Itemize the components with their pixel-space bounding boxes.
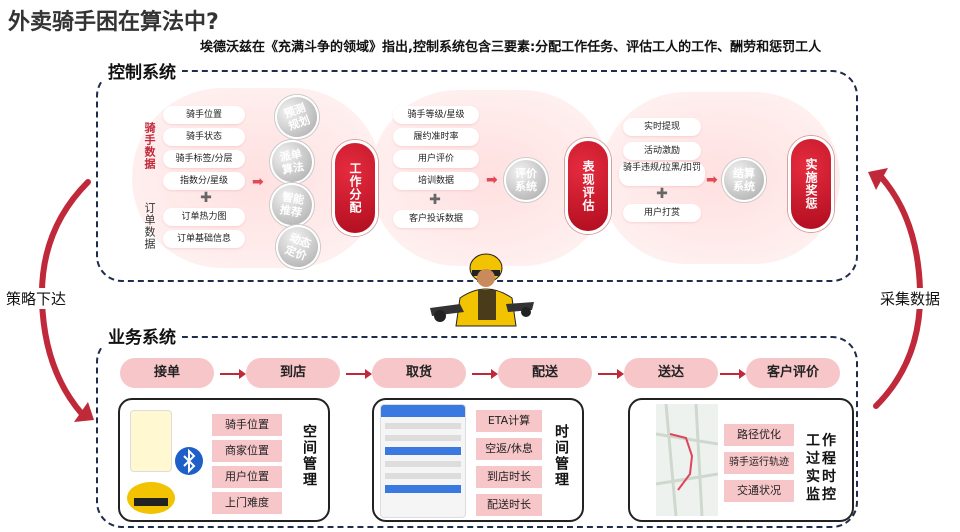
rider-data-label: 骑手数据 — [143, 122, 156, 170]
arrow-right-icon — [220, 369, 246, 379]
control-system-box — [96, 70, 858, 282]
settle-item: 骑手违规/拉黑/扣罚 — [619, 162, 705, 186]
rider-item: 骑手标签/分层 — [163, 150, 245, 168]
flow-step: 送达 — [624, 358, 718, 388]
space-tag: 骑手位置 — [212, 414, 282, 436]
eval-item-extra: 客户投诉数据 — [393, 210, 479, 228]
settle-system-circle: 结算系统 — [722, 158, 766, 202]
arrow-right-icon — [346, 369, 372, 379]
arrow-right-icon — [472, 369, 498, 379]
plus-icon: ✚ — [656, 186, 668, 202]
order-data-label: 订单数据 — [143, 202, 156, 250]
flow-step: 接单 — [120, 358, 214, 388]
arrow-right-icon — [720, 369, 746, 379]
flow-step: 取货 — [372, 358, 466, 388]
settle-item: 实时提现 — [623, 118, 701, 136]
time-tag: 空返/休息 — [476, 438, 542, 460]
plus-icon: ✚ — [429, 192, 441, 208]
time-tag: 到店时长 — [476, 466, 542, 488]
monitor-panel-title: 工作过程实时监控 — [806, 433, 838, 503]
arrow-right-icon: ➡ — [252, 174, 264, 190]
space-tag: 商家位置 — [212, 440, 282, 462]
arrow-right-icon: ➡ — [486, 172, 498, 188]
hub-reward-punish: 实施奖惩 — [788, 136, 834, 232]
business-system-label: 业务系统 — [102, 323, 182, 348]
order-item: 订单基础信息 — [163, 230, 245, 248]
time-panel-title: 时间管理 — [553, 424, 569, 488]
hub-performance-eval: 表现评估 — [565, 138, 611, 234]
hub-work-assignment: 工作分配 — [332, 140, 378, 236]
strategy-label: 策略下达 — [6, 288, 67, 309]
rider-item: 骑手状态 — [163, 128, 245, 146]
space-panel-title: 空间管理 — [301, 424, 317, 488]
arrow-right-icon: ➡ — [706, 172, 718, 188]
eval-item: 骑手等级/星级 — [393, 106, 479, 124]
arrow-right-icon — [598, 369, 624, 379]
eval-system-circle: 评价系统 — [504, 158, 548, 202]
rider-item: 骑手位置 — [163, 106, 245, 124]
page-title: 外卖骑手困在算法中? — [8, 10, 219, 35]
app-screenshot — [380, 404, 466, 518]
settle-item: 活动激励 — [623, 142, 701, 160]
control-system-label: 控制系统 — [102, 58, 182, 83]
eval-item: 用户评价 — [393, 150, 479, 168]
bluetooth-icon — [175, 447, 203, 475]
rider-item: 指数分/星级 — [163, 172, 245, 190]
subtitle: 埃德沃兹在《充满斗争的领域》指出,控制系统包含三要素:分配工作任务、评估工人的工… — [200, 40, 822, 55]
monitor-tag: 骑手运行轨迹 — [724, 452, 794, 474]
eval-item: 履约准时率 — [393, 128, 479, 146]
flow-step: 配送 — [498, 358, 592, 388]
flow-step: 到店 — [246, 358, 340, 388]
space-tag: 用户位置 — [212, 466, 282, 488]
map-thumbnail — [656, 404, 718, 516]
helmet-icon — [127, 482, 175, 514]
app-screenshot — [130, 410, 172, 472]
time-tag: 配送时长 — [476, 494, 542, 516]
time-tag: ETA计算 — [476, 410, 542, 432]
space-tag: 上门难度 — [212, 492, 282, 514]
monitor-tag: 交通状况 — [724, 480, 794, 502]
monitor-tag: 路径优化 — [724, 424, 794, 446]
eval-item: 培训数据 — [393, 172, 479, 190]
order-item: 订单热力图 — [163, 208, 245, 226]
collect-data-label: 采集数据 — [880, 288, 941, 309]
business-system-box — [96, 336, 858, 528]
rider-illustration — [430, 253, 534, 327]
flow-step: 客户评价 — [746, 358, 840, 388]
plus-icon: ✚ — [200, 190, 212, 206]
settle-item-extra: 用户打赏 — [623, 204, 701, 222]
